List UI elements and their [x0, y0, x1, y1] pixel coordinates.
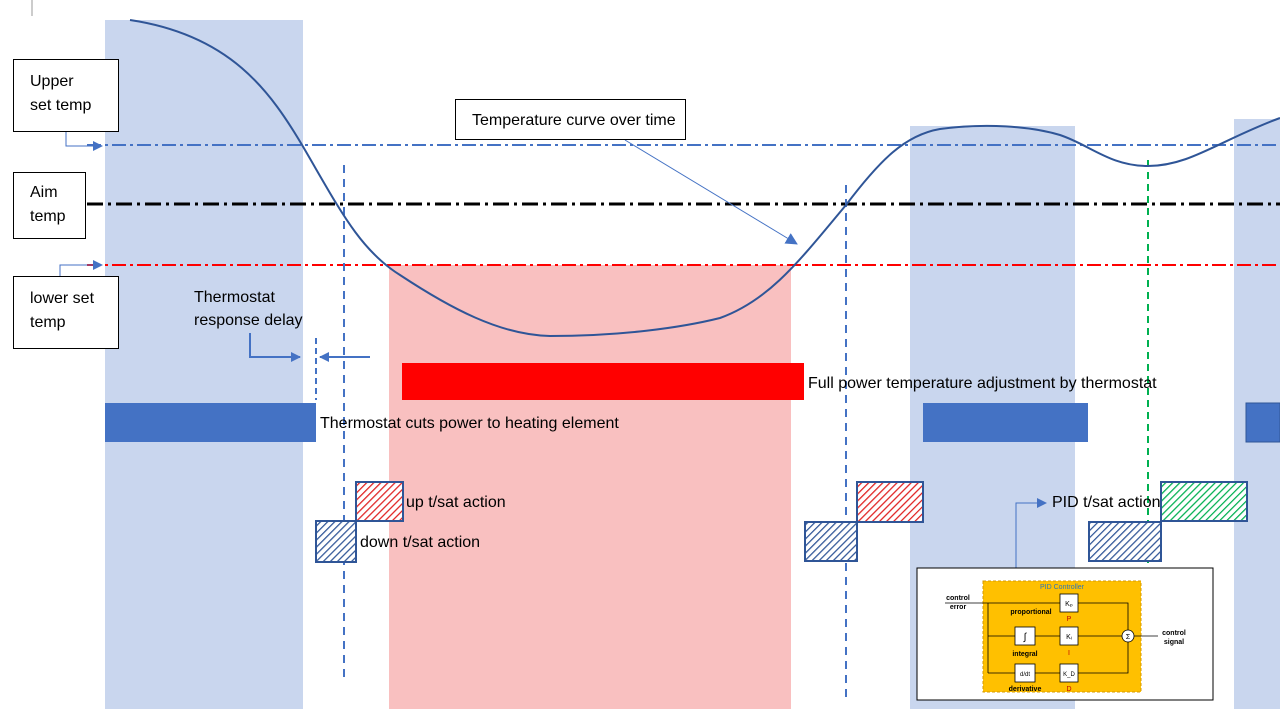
pid-controller-diagram: PID Controller control error ∫ d/dt Kₚ K… [916, 567, 1214, 701]
gain-p: Kₚ [1065, 601, 1073, 608]
lower-set-temp-line1: lower set [30, 290, 95, 307]
up-action-box-2 [856, 481, 924, 523]
temperature-curve-label: Temperature curve over time [472, 112, 676, 129]
heating-band-1 [105, 20, 303, 709]
full-power-bar [402, 363, 804, 400]
cut-power-bar-1 [105, 403, 316, 442]
cut-power-bar-3 [1245, 402, 1280, 443]
down-action-label: down t/sat action [360, 534, 481, 551]
derivative-symbol: d/dt [1020, 672, 1030, 678]
pid-title: PID Controller [1040, 584, 1085, 591]
cut-power-bar-2 [923, 403, 1088, 442]
aim-temp-box: Aim temp [13, 172, 86, 239]
label-integral: integral [1012, 651, 1037, 658]
cooling-band [389, 265, 791, 709]
upper-connector [65, 132, 103, 151]
lower-set-temp-line2: temp [30, 314, 66, 331]
curve-callout-arrow [624, 139, 798, 245]
sum-symbol: Σ [1126, 634, 1131, 641]
up-action-box-1 [355, 481, 404, 522]
thermostat-delay-line2: response delay [194, 312, 303, 329]
label-i: I [1068, 650, 1070, 657]
integral-symbol: ∫ [1023, 632, 1028, 643]
aim-temp-line2: temp [30, 208, 66, 225]
lower-connector [59, 260, 103, 276]
pid-output-line1: control [1162, 630, 1186, 637]
upper-set-temp-box: Upper set temp [13, 59, 119, 132]
gain-i: Kᵢ [1066, 634, 1072, 641]
up-action-label: up t/sat action [406, 494, 506, 511]
aim-temp-line1: Aim [30, 184, 58, 201]
thermostat-delay-line1: Thermostat [194, 289, 275, 306]
label-d: D [1066, 686, 1071, 693]
pid-down-action-box [1088, 521, 1162, 562]
full-power-label: Full power temperature adjustment by the… [808, 375, 1157, 392]
gain-d: K_D [1063, 672, 1075, 678]
label-p: P [1067, 616, 1072, 623]
pid-action-label: PID t/sat action [1052, 494, 1161, 511]
pid-up-action-box [1160, 481, 1248, 522]
pid-output-line2: signal [1164, 639, 1184, 646]
upper-set-temp-line2: set temp [30, 97, 92, 114]
label-proportional: proportional [1010, 609, 1051, 616]
pid-connector [1015, 498, 1047, 568]
temperature-curve [129, 19, 1280, 338]
pid-input-line1: control [946, 595, 970, 602]
temperature-curve-label-box: Temperature curve over time [455, 99, 686, 140]
pid-input-line2: error [950, 604, 967, 611]
down-action-box-2 [804, 521, 858, 562]
label-derivative: derivative [1009, 686, 1042, 693]
upper-set-temp-line1: Upper [30, 73, 74, 90]
down-action-box-1 [315, 520, 357, 563]
lower-set-temp-box: lower set temp [13, 276, 119, 349]
cuts-power-label: Thermostat cuts power to heating element [320, 415, 619, 432]
delay-arrow-left [249, 333, 301, 362]
